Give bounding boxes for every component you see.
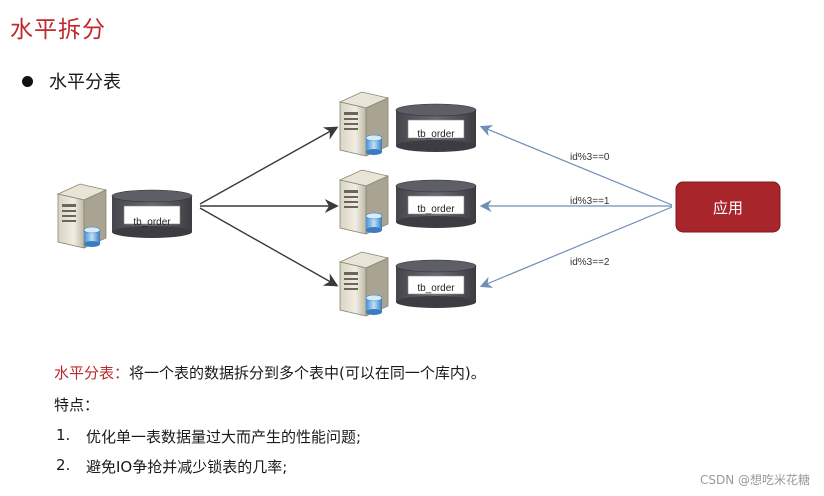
route-arrow-0 [479,125,673,206]
shard-server-icon-1 [339,91,389,157]
description: 水平分表：将一个表的数据拆分到多个表中(可以在同一个库内)。 [54,362,486,383]
watermark: CSDN @想吃米花糖 [699,473,810,487]
bullet-dot [22,75,33,87]
split-arrow-3 [199,207,339,287]
condition-label-1: id%3==1 [570,196,610,207]
source-table-cylinder: tb_order [111,189,193,239]
description-text: 将一个表的数据拆分到多个表中(可以在同一个库内)。 [129,364,486,382]
sharding-diagram: tb_order tb_order tb_order tb_order id%3… [57,91,781,317]
bullet-section: 水平分表 [22,68,121,94]
description-separator: ： [114,364,130,382]
trait-text-1: 优化单一表数据量过大而产生的性能问题; [86,428,362,446]
shard-server-icon-3 [339,251,389,317]
app-label: 应用 [713,199,743,217]
bullet-heading: 水平分表 [49,72,121,93]
app-box: 应用 [675,181,781,233]
condition-label-0: id%3==0 [570,152,610,163]
shard-table-cylinder-3: tb_order [395,259,477,309]
source-table-label: tb_order [133,217,171,228]
shard-table-cylinder-2: tb_order [395,179,477,229]
shard-table-label-2: tb_order [417,204,455,215]
trait-number-1: 1. [56,426,71,444]
shard-server-icon-2 [339,169,389,235]
trait-item-1: 1. 优化单一表数据量过大而产生的性能问题; [56,426,361,447]
split-arrow-1 [199,126,339,205]
page-title: 水平拆分 [10,17,106,43]
trait-number-2: 2. [56,456,71,474]
condition-label-2: id%3==2 [570,257,610,268]
traits-title: 特点： [54,396,100,414]
source-server-icon [57,183,107,249]
shard-table-label-3: tb_order [417,283,455,294]
trait-text-2: 避免IO争抢并减少锁表的几率; [86,458,288,476]
trait-item-2: 2. 避免IO争抢并减少锁表的几率; [56,456,287,477]
shard-table-label-1: tb_order [417,129,455,140]
description-term: 水平分表 [54,364,115,382]
shard-table-cylinder-1: tb_order [395,103,477,153]
route-arrow-2 [479,206,673,288]
